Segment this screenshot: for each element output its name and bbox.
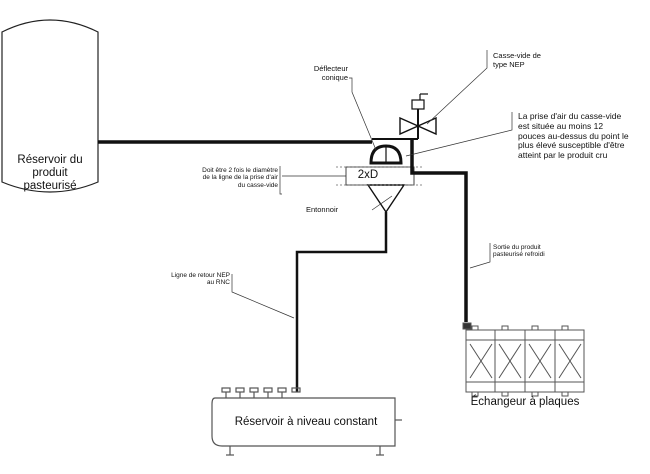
pasteurized-product-tank (1, 19, 99, 193)
funnel-cone (366, 184, 406, 214)
cip-return-line (295, 212, 388, 392)
label-plate-heat-exchanger: Échangeur à plaques (470, 396, 580, 408)
label-diameter-note: Doit être 2 fois le diamètre de la ligne… (202, 167, 278, 189)
label-constant-level-tank: Réservoir à niveau constant (234, 416, 378, 428)
constant-level-tank (211, 387, 402, 456)
label-vacuum-breaker: Casse-vide de type NEP (493, 51, 541, 69)
label-cip-return-line: Ligne de retour NEP au RNC (171, 272, 230, 287)
label-pasteurized-tank: Réservoir du produit pasteurisé (17, 154, 83, 193)
label-funnel: Entonnoir (306, 205, 339, 214)
label-conical-deflector: Déflecteur conique (313, 64, 348, 82)
vacuum-breaker-valve-right (416, 116, 437, 136)
label-product-outlet: Sortie du produit pasteurisé refroidi (493, 244, 545, 259)
leader-lines (231, 50, 513, 319)
label-dimension: 2xD (357, 169, 379, 181)
cooled-product-line (410, 139, 468, 322)
vacuum-breaker-actuator (411, 99, 425, 110)
vacuum-breaker-valve-left (399, 116, 420, 136)
plate-heat-exchanger (462, 322, 585, 397)
label-air-inlet-note: La prise d'air du casse-vide est située … (518, 111, 629, 161)
